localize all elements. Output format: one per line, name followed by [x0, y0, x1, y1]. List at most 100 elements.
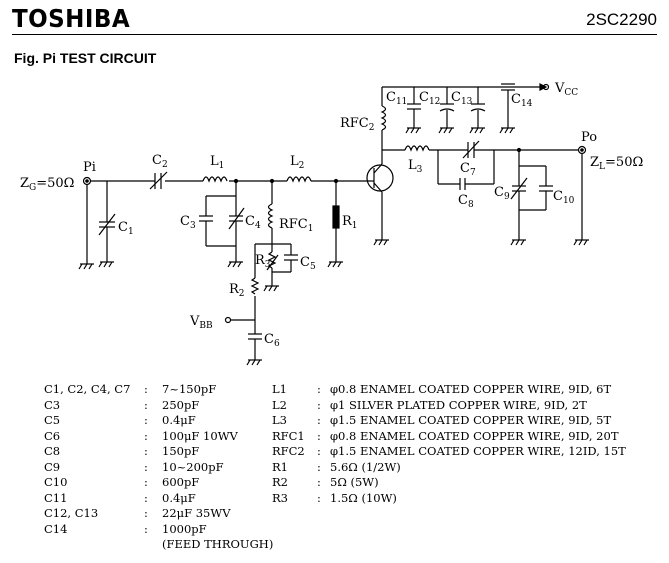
component-value: (FEED THROUGH) — [162, 537, 274, 551]
vcc-label: VCC — [554, 81, 578, 98]
vbb-label: VBB — [189, 314, 213, 331]
output-network — [382, 140, 590, 246]
component-row: C11:0.4μF — [44, 491, 269, 507]
c3-c4-network — [199, 178, 245, 268]
component-value: 5Ω (5W) — [330, 475, 379, 489]
component-colon: : — [144, 521, 148, 536]
component-row: (FEED THROUGH) — [44, 537, 273, 553]
component-name: L3 — [272, 413, 287, 427]
c10-label: C10 — [553, 189, 575, 206]
toshiba-logo: TOSHIBA — [12, 4, 131, 33]
component-colon: : — [317, 444, 321, 458]
component-name: C5 — [44, 413, 61, 427]
l2-label: L2 — [290, 154, 304, 171]
component-colon: : — [317, 397, 321, 412]
component-colon: : — [144, 459, 148, 474]
c1-label: C1 — [118, 220, 134, 237]
c4-label: C4 — [245, 214, 261, 231]
component-name: C10 — [44, 475, 68, 489]
c6-label: C6 — [264, 332, 280, 349]
diagram-labels: Pi Po ZG=50Ω ZL=50Ω VCC VBB C1 C2 C3 C4 … — [20, 81, 643, 349]
component-row: C6:100μF 10WV — [44, 429, 269, 445]
component-value: 7~150pF — [162, 382, 217, 396]
component-name: RFC1 — [272, 428, 305, 443]
c2-capacitor — [149, 171, 168, 190]
c3-label: C3 — [180, 214, 196, 231]
component-row: C3:250pF — [44, 398, 269, 414]
component-colon: : — [317, 459, 321, 474]
component-name: C3 — [44, 397, 61, 412]
component-value: φ1 SILVER PLATED COPPER WIRE, 9ID, 2T — [330, 397, 587, 412]
component-name: R1 — [272, 459, 288, 474]
rfc2-label: RFC2 — [340, 116, 375, 133]
r1-resistor — [327, 178, 344, 268]
component-name: RFC2 — [272, 444, 305, 458]
c8-label: C8 — [458, 193, 474, 210]
component-name: C14 — [44, 521, 68, 536]
component-name: R3 — [272, 490, 288, 505]
component-colon: : — [144, 382, 148, 396]
c13-label: C13 — [451, 90, 473, 107]
component-value: 150pF — [162, 444, 200, 458]
component-row: C14:1000pF — [44, 522, 269, 538]
component-row: C10:600pF — [44, 475, 269, 491]
component-row: C8:150pF — [44, 444, 269, 460]
component-colon: : — [317, 428, 321, 443]
component-row: RFC2: φ1.5 ENAMEL COATED COPPER WIRE, 12I… — [272, 444, 662, 460]
component-row: C9:10~200pF — [44, 460, 269, 476]
component-name: C12, C13 — [44, 506, 99, 520]
component-name: C6 — [44, 428, 61, 443]
component-value: φ0.8 ENAMEL COATED COPPER WIRE, 9ID, 20T — [330, 428, 619, 443]
l2-inductor — [286, 176, 312, 183]
component-value: φ1.5 ENAMEL COATED COPPER WIRE, 12ID, 15… — [330, 444, 626, 458]
figure-title: Fig. Pi TEST CIRCUIT — [14, 50, 157, 66]
component-row: RFC1: φ0.8 ENAMEL COATED COPPER WIRE, 9ID… — [272, 429, 662, 445]
rfc1-bias-network — [224, 178, 298, 366]
component-name: C8 — [44, 444, 61, 458]
component-value: 1.5Ω (10W) — [330, 490, 397, 505]
component-row: C5:0.4μF — [44, 413, 269, 429]
c12-label: C12 — [419, 90, 440, 107]
component-row: C12, C13:22μF 35WV — [44, 506, 269, 522]
r2-label: R2 — [229, 282, 245, 299]
c1-capacitor — [98, 181, 116, 268]
c7-label: C7 — [460, 161, 476, 178]
component-colon: : — [144, 397, 148, 412]
component-colon: : — [144, 428, 148, 443]
component-value: φ0.8 ENAMEL COATED COPPER WIRE, 9ID, 6T — [330, 382, 612, 396]
component-name: C1, C2, C4, C7 — [44, 382, 131, 396]
component-row: L2: φ1 SILVER PLATED COPPER WIRE, 9ID, 2T — [272, 398, 662, 414]
component-value: 250pF — [162, 397, 200, 412]
component-value: 1000pF — [162, 521, 207, 536]
r1-label: R1 — [342, 214, 358, 231]
component-colon: : — [317, 413, 321, 427]
part-number: 2SC2290 — [586, 10, 657, 29]
component-name: C9 — [44, 459, 61, 474]
component-value: 600pF — [162, 475, 200, 489]
transistor-2sc2290 — [366, 150, 394, 246]
c14-label: C14 — [511, 92, 533, 109]
rfc1-label: RFC1 — [279, 217, 314, 234]
component-name: L1 — [272, 382, 287, 396]
component-value: 100μF 10WV — [162, 428, 238, 443]
l3-label: L3 — [408, 158, 423, 175]
component-name: R2 — [272, 475, 288, 489]
component-row: R2:5Ω (5W) — [272, 475, 662, 491]
r3-label: R3 — [255, 253, 271, 270]
component-value: 22μF 35WV — [162, 506, 231, 520]
rfc2-vcc-bus — [380, 83, 550, 150]
zg-label: ZG=50Ω — [20, 176, 74, 193]
component-colon: : — [317, 490, 321, 505]
component-row: C1, C2, C4, C7:7~150pF — [44, 382, 269, 398]
ground-icon — [78, 263, 95, 270]
c5-label: C5 — [300, 255, 316, 272]
po-label: Po — [581, 130, 597, 145]
component-colon: : — [317, 475, 321, 489]
l1-inductor — [202, 176, 228, 183]
component-colon: : — [144, 413, 148, 427]
c11-label: C11 — [386, 90, 407, 107]
component-colon: : — [317, 382, 321, 396]
component-name: L2 — [272, 397, 287, 412]
